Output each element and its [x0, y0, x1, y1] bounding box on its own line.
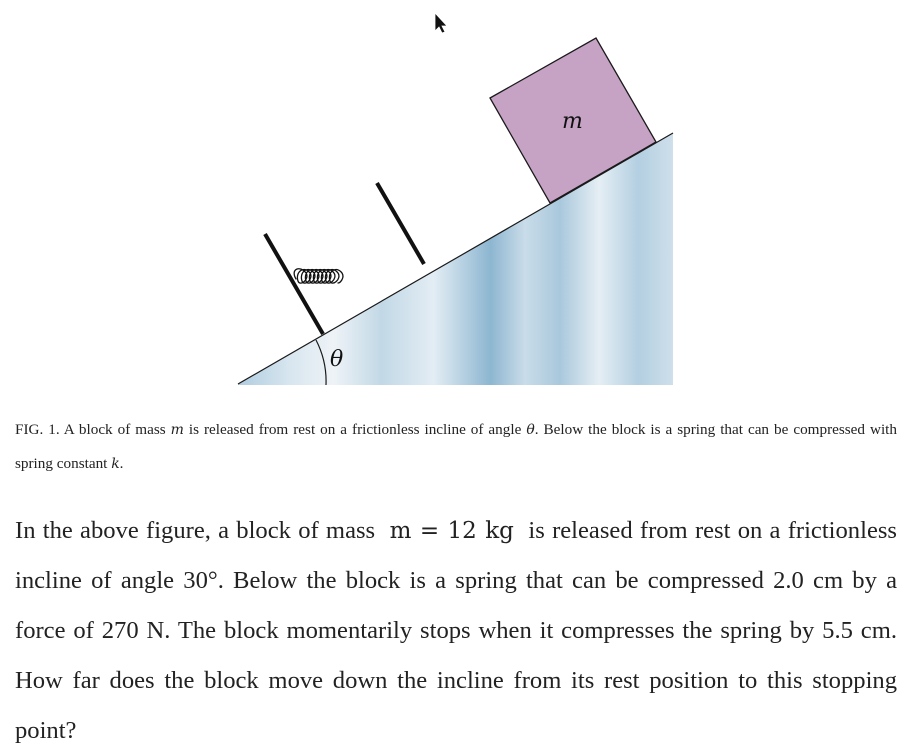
figure-caption: FIG. 1. A block of mass m is released fr… — [15, 413, 897, 481]
problem-part1: In the above figure, a block of mass — [15, 517, 376, 544]
mouse-cursor-icon — [434, 11, 448, 34]
caption-var-theta: θ — [526, 422, 535, 438]
caption-var-k: k — [111, 456, 120, 472]
spring-plate-base — [263, 232, 325, 336]
caption-part3: . Below the block is a spring that can b… — [15, 421, 898, 472]
caption-part2: is released from rest on a frictionless … — [188, 421, 522, 438]
problem-text: In the above figure, a block of mass m =… — [15, 506, 897, 756]
incline-spring-figure: θ m — [237, 11, 674, 386]
problem-math-mass: m = 12 kg — [389, 518, 514, 544]
caption-end: . — [119, 455, 124, 472]
caption-part1: A block of mass — [63, 421, 166, 438]
mass-block — [489, 37, 657, 204]
angle-label: θ — [330, 347, 343, 372]
incline-edge — [237, 132, 674, 385]
mass-label: m — [562, 109, 583, 134]
angle-arc — [315, 339, 327, 386]
problem-part2: is released from rest on a frictionless … — [15, 517, 897, 744]
caption-var-m: m — [170, 422, 184, 438]
spring-plate-top — [375, 181, 426, 266]
caption-prefix: FIG. 1. — [15, 421, 60, 438]
spring-coil — [293, 268, 344, 284]
